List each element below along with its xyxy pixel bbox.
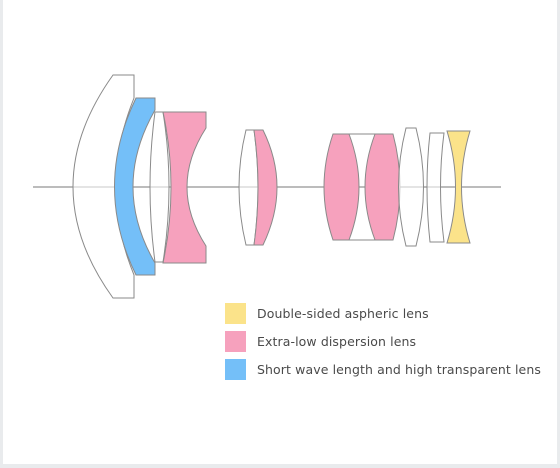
legend-item-ed: Extra-low dispersion lens xyxy=(225,331,541,352)
lens-4-ed-lens xyxy=(162,111,207,264)
legend-swatch-short-wave xyxy=(225,359,246,380)
legend-label-aspheric: Double-sided aspheric lens xyxy=(257,306,429,321)
lens-2-short-wave-lens xyxy=(114,97,156,276)
lens-3-clear-element xyxy=(149,111,170,263)
legend: Double-sided aspheric lens Extra-low dis… xyxy=(225,303,541,387)
lens-8-ed-lens xyxy=(364,133,401,241)
legend-swatch-aspheric xyxy=(225,303,246,324)
legend-swatch-ed xyxy=(225,331,246,352)
legend-label-ed: Extra-low dispersion lens xyxy=(257,334,417,349)
lens-construction-diagram xyxy=(33,74,501,299)
lens-6-ed-lens xyxy=(253,129,278,246)
lens-11-aspheric-lens xyxy=(446,130,471,244)
legend-item-short-wave: Short wave length and high transparent l… xyxy=(225,359,541,380)
legend-label-short-wave: Short wave length and high transparent l… xyxy=(257,362,541,377)
legend-item-aspheric: Double-sided aspheric lens xyxy=(225,303,541,324)
lens-10-clear-element xyxy=(426,132,445,243)
lens-5-clear-element xyxy=(238,129,259,246)
lens-7-ed-lens xyxy=(323,133,360,241)
lens-9-clear-element xyxy=(398,127,424,247)
